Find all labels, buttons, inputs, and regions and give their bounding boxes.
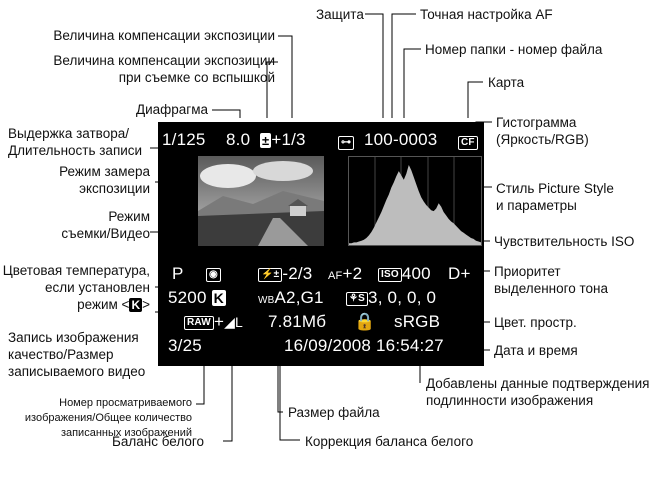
label-color-temp: Цветовая температура, если установлен ре… — [2, 262, 150, 314]
card-icon: CF — [458, 132, 478, 152]
playback-number-value: 3/25 — [168, 336, 202, 356]
custom-wb-icon: K — [129, 298, 142, 312]
histogram-chart — [349, 157, 481, 245]
label-shutter: Выдержка затвора/ Длительность записи — [8, 125, 142, 159]
file-size-value: 7.81Мб — [268, 312, 326, 332]
folder-file-value: 100-0003 — [364, 130, 437, 150]
color-temp: 5200 K — [168, 288, 226, 308]
color-space-value: sRGB — [394, 312, 440, 332]
custom-wb-icon-screen: K — [212, 290, 226, 306]
label-exposure-comp: Величина компенсации экспозиции — [20, 27, 275, 44]
label-shooting-mode: Режим съемки/Видео — [20, 208, 150, 242]
label-verification: Добавлены данные подтверждения подлиннос… — [426, 375, 650, 409]
protect-icon: ⊶ — [338, 132, 354, 152]
picture-style-icon: ⚘S — [346, 292, 368, 306]
label-highlight-priority: Приоритет выделенного тона — [494, 263, 608, 297]
label-histogram: Гистограмма (Яркость/RGB) — [496, 114, 589, 148]
label-folder-file: Номер папки - номер файла — [425, 41, 602, 58]
quality: RAW+◢L — [184, 312, 243, 332]
metering-icon: ◉ — [206, 264, 221, 284]
aperture-value: 8.0 — [226, 130, 250, 150]
highlight-priority-value: D+ — [448, 264, 471, 284]
label-card: Карта — [488, 74, 524, 91]
flash-comp-icon: ⚡± — [258, 268, 282, 282]
datetime-value: 16/09/2008 16:54:27 — [284, 336, 444, 356]
shutter-value: 1/125 — [162, 130, 206, 150]
wb-shift-icon: WB — [258, 295, 275, 306]
af-microadjust: AF+2 — [328, 264, 362, 286]
label-datetime: Дата и время — [494, 342, 578, 359]
shooting-mode-value: P — [172, 264, 184, 284]
label-af-microadjust: Точная настройка AF — [420, 6, 553, 23]
exposure-comp: ±+1/3 — [260, 130, 306, 151]
wb-correction: WBA2,G1 — [258, 288, 324, 311]
af-adjust-icon: AF — [328, 270, 342, 282]
iso-icon: ISO — [378, 268, 402, 282]
label-color-space: Цвет. простр. — [494, 314, 577, 331]
label-flash-comp: Величина компенсации экспозиции при съем… — [5, 52, 275, 86]
label-picture-style: Стиль Picture Style и параметры — [496, 180, 614, 214]
flash-comp: ⚡±-2/3 — [258, 264, 312, 284]
label-metering: Режим замера экспозиции — [20, 163, 150, 197]
exposure-comp-icon: ± — [260, 133, 271, 148]
large-quality-icon: ◢L — [224, 314, 243, 330]
histogram-box — [348, 156, 482, 246]
label-quality: Запись изображения качество/Размер запис… — [8, 329, 145, 380]
label-protection: Защита — [316, 6, 364, 23]
label-aperture: Диафрагма — [60, 101, 208, 118]
label-wb-correction: Коррекция баланса белого — [305, 433, 473, 450]
verification-icon: 🔒 — [354, 312, 375, 332]
label-iso: Чувствительность ISO — [494, 233, 634, 250]
raw-icon: RAW — [184, 316, 214, 330]
photo-thumbnail — [198, 156, 324, 246]
label-file-size: Размер файла — [288, 404, 380, 421]
label-white-balance: Баланс белого — [112, 433, 204, 450]
camera-playback-screen: 1/125 8.0 ±+1/3 ⊶ 100-0003 CF P ◉ ⚡±-2 — [158, 122, 484, 366]
